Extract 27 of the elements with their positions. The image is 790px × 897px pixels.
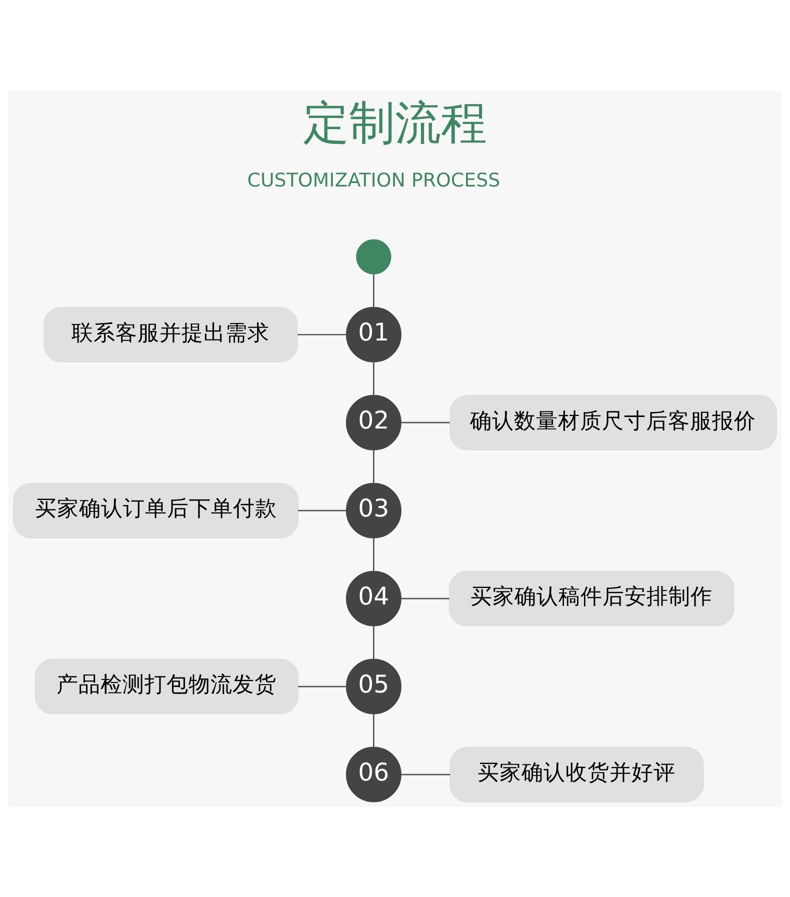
- node-circle: 03: [346, 482, 402, 538]
- connector: [373, 625, 374, 659]
- connector: [373, 537, 374, 571]
- connector: [298, 509, 346, 511]
- connector: [373, 450, 374, 483]
- node-box: 产品检测打包物流发货: [34, 658, 299, 714]
- node-circle: 02: [346, 394, 402, 450]
- connector: [373, 362, 374, 395]
- connector: [400, 597, 450, 599]
- connector: [373, 274, 374, 307]
- connector: [401, 773, 450, 775]
- node-circle: 01: [346, 306, 402, 362]
- node-box: 买家确认订单后下单付款: [12, 482, 299, 538]
- node-box: 买家确认收货并好评: [449, 746, 704, 802]
- node-circle: [356, 238, 392, 274]
- connector: [298, 333, 346, 335]
- node-box: 确认数量材质尺寸后客服报价: [449, 394, 778, 450]
- node-circle: 04: [346, 570, 402, 626]
- connector: [373, 713, 374, 747]
- diagram-title: 定制流程: [303, 95, 487, 150]
- node-circle: 05: [346, 658, 402, 714]
- node-box: 联系客服并提出需求: [43, 306, 298, 362]
- connector: [298, 685, 346, 687]
- connector: [400, 421, 450, 423]
- node-box: 买家确认稿件后安排制作: [448, 570, 734, 626]
- node-circle: 06: [346, 746, 402, 802]
- label: CUSTOMIZATION PROCESS: [247, 169, 500, 192]
